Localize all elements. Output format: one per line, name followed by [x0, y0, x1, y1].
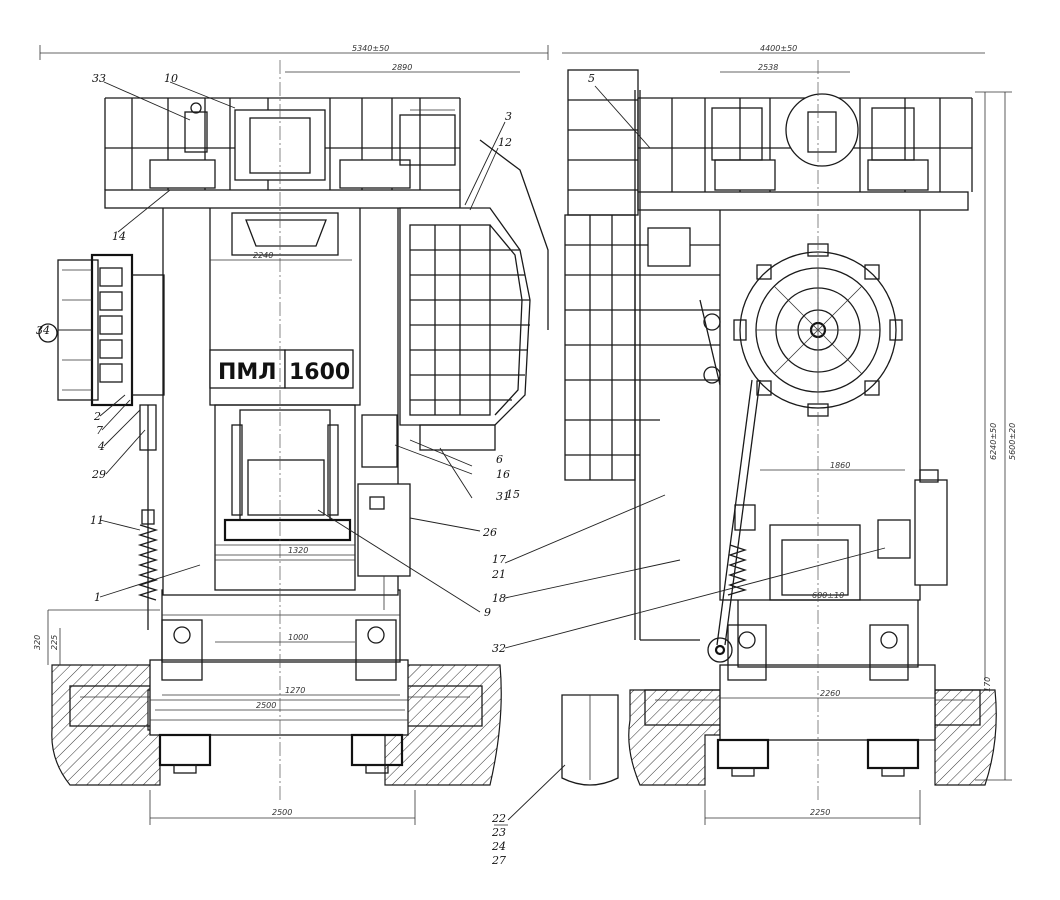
- callout-9: 9: [484, 606, 491, 619]
- dim-front-mid: 1320: [288, 546, 308, 555]
- callout-18: 18: [492, 592, 506, 605]
- dim-front-upper: 2240: [253, 251, 273, 260]
- front-top-platform: [104, 189, 461, 209]
- side-foundation-right: [934, 689, 997, 786]
- front-spring-rod: [137, 404, 159, 630]
- dim-side-base: 2250: [810, 808, 830, 817]
- callout-17: 17: [492, 553, 506, 566]
- dim-front-left-a: 320: [33, 635, 42, 650]
- callout-15: 15: [506, 488, 520, 501]
- nameplate-model: 1600: [289, 360, 350, 385]
- dim-side-right-b: 5600±20: [1008, 423, 1017, 460]
- callout-10: 10: [164, 72, 178, 85]
- side-bed: [719, 664, 936, 741]
- dim-side-bed: 2260: [820, 689, 840, 698]
- dim-side-mid: 1860: [830, 461, 850, 470]
- front-view: ПМЛ 1600: [33, 44, 549, 825]
- side-foundation-left: [628, 689, 721, 786]
- dim-side-overall-width: 4400±50: [760, 44, 797, 53]
- dim-front-foundation: 2500: [256, 701, 276, 710]
- side-linkage: [634, 90, 761, 663]
- nameplate-model-plate: [284, 349, 354, 389]
- detail-view: 22 23 24 27: [491, 694, 619, 867]
- nameplate-logo: ПМЛ: [218, 360, 277, 385]
- dim-front-base: 2500: [272, 808, 292, 817]
- dim-shaft-label: 600±10: [812, 591, 844, 600]
- callout-14: 14: [112, 230, 126, 243]
- callout-12: 12: [498, 136, 512, 149]
- front-guard-cage: [399, 139, 549, 451]
- callout-16: 16: [496, 468, 510, 481]
- callout-4: 4: [97, 440, 105, 453]
- callout-33: 33: [92, 72, 106, 85]
- callout-5: 5: [588, 72, 595, 85]
- side-control-box: [914, 479, 948, 586]
- dim-side-top: 2538: [758, 63, 778, 72]
- callout-7: 7: [96, 424, 103, 437]
- callout-2: 2: [93, 410, 101, 423]
- callout-27: 27: [491, 854, 506, 867]
- dim-front-lower: 1000: [288, 633, 308, 642]
- callout-34: 34: [36, 324, 50, 337]
- callout-32: 32: [492, 642, 506, 655]
- callout-24: 24: [491, 840, 506, 853]
- callout-26: 26: [482, 526, 497, 539]
- dim-side-right-a: 6240±50: [989, 423, 998, 460]
- callout-11: 11: [90, 514, 104, 527]
- nameplate-logo-plate: [209, 349, 286, 389]
- dim-side-right-c: 170: [983, 677, 992, 692]
- callout-6: 6: [496, 453, 503, 466]
- dim-front-overall-width: 5340±50: [352, 44, 389, 53]
- front-control-box-a: [361, 414, 398, 468]
- callout-31: 31: [496, 490, 510, 503]
- dim-front-left-b: 225: [50, 635, 59, 650]
- callout-3: 3: [505, 110, 512, 123]
- side-top-platform: [637, 191, 969, 211]
- callout-23: 23: [491, 826, 506, 839]
- dim-front-bed: 1270: [285, 686, 305, 695]
- front-foundation-left: [51, 664, 166, 786]
- callout-21: 21: [491, 568, 506, 581]
- dim-front-top: 2890: [392, 63, 412, 72]
- callout-29: 29: [91, 468, 106, 481]
- callout-22: 22: [491, 812, 506, 825]
- front-bed: [149, 659, 409, 736]
- callout-1: 1: [94, 591, 101, 604]
- side-guard-ladder: [564, 69, 720, 481]
- front-flywheel: [38, 253, 165, 407]
- side-view: 4400±50 2538 1860 2260 2250 6240±50 5600…: [491, 44, 1017, 825]
